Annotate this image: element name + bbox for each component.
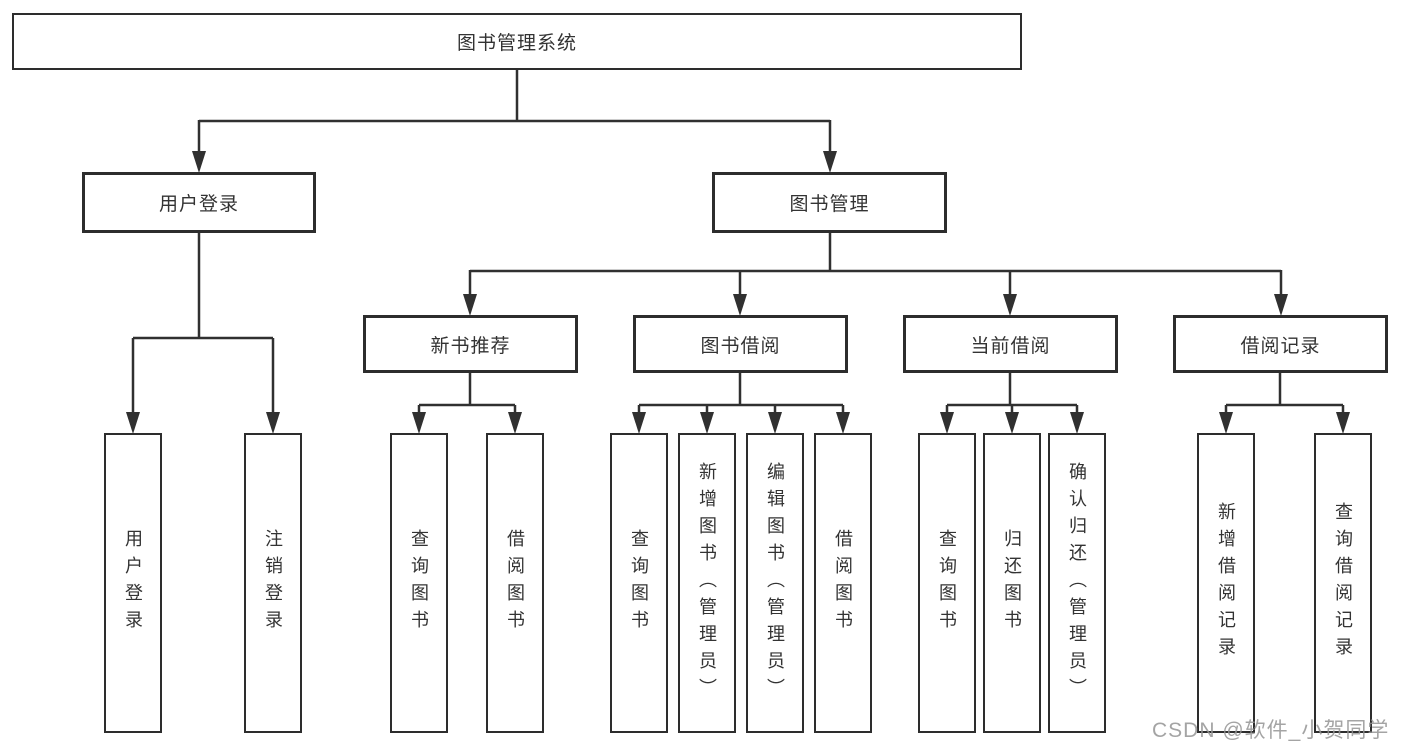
node-label: 当前借阅 <box>970 335 1051 357</box>
leaf-query-borrow-record: 查询借阅记录 <box>1314 433 1372 733</box>
node-label: 归还图书 <box>1002 529 1022 637</box>
node-user-login-branch: 用户登录 <box>82 172 316 233</box>
leaf-borrow-books-recommend: 借阅图书 <box>486 433 544 733</box>
node-label: 编辑图书（管理员） <box>765 461 785 705</box>
leaf-borrow-books: 借阅图书 <box>814 433 872 733</box>
node-label: 用户登录 <box>158 194 239 215</box>
node-label: 新增借阅记录 <box>1216 502 1236 664</box>
leaf-query-books-current: 查询图书 <box>918 433 976 733</box>
node-label: 借阅图书 <box>833 529 853 637</box>
node-label: 图书借阅 <box>700 335 781 357</box>
node-label: 注销登录 <box>263 529 283 637</box>
node-borrow-record: 借阅记录 <box>1173 315 1388 373</box>
leaf-add-books-admin: 新增图书（管理员） <box>678 433 736 733</box>
leaf-return-books: 归还图书 <box>983 433 1041 733</box>
leaf-add-borrow-record: 新增借阅记录 <box>1197 433 1255 733</box>
node-book-borrow: 图书借阅 <box>633 315 848 373</box>
node-library-management-system: 图书管理系统 <box>12 13 1022 70</box>
node-label: 确认归还（管理员） <box>1067 461 1087 705</box>
node-label: 借阅记录 <box>1240 335 1321 357</box>
node-label: 查询借阅记录 <box>1333 502 1353 664</box>
node-label: 查询图书 <box>937 529 957 637</box>
node-label: 查询图书 <box>409 529 429 637</box>
node-label: 用户登录 <box>123 529 143 637</box>
node-label: 借阅图书 <box>505 529 525 637</box>
leaf-edit-books-admin: 编辑图书（管理员） <box>746 433 804 733</box>
node-label: 图书管理系统 <box>456 33 577 54</box>
arrowheads <box>126 151 1350 434</box>
leaf-query-books: 查询图书 <box>610 433 668 733</box>
leaf-confirm-return-admin: 确认归还（管理员） <box>1048 433 1106 733</box>
connector-strokes <box>131 70 1345 414</box>
node-current-borrow: 当前借阅 <box>903 315 1118 373</box>
node-label: 新增图书（管理员） <box>697 461 717 705</box>
node-new-book-recommend: 新书推荐 <box>363 315 578 373</box>
node-book-management-branch: 图书管理 <box>712 172 947 233</box>
leaf-query-books-recommend: 查询图书 <box>390 433 448 733</box>
leaf-user-login: 用户登录 <box>104 433 162 733</box>
node-label: 新书推荐 <box>430 335 511 357</box>
node-label: 图书管理 <box>789 194 870 215</box>
node-label: 查询图书 <box>629 529 649 637</box>
csdn-watermark: CSDN @软件_小贺同学 <box>1152 719 1390 742</box>
leaf-logout: 注销登录 <box>244 433 302 733</box>
